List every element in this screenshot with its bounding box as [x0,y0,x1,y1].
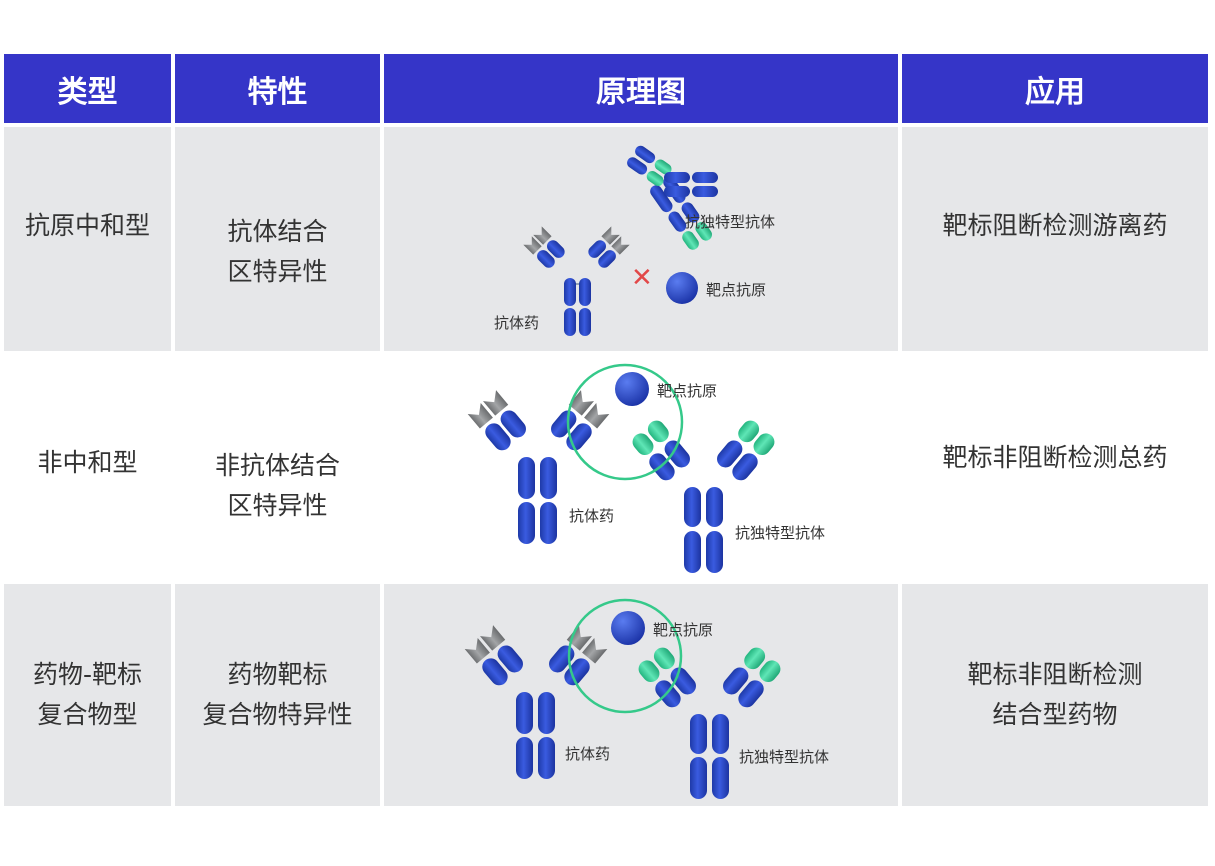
blocked-cross-icon: ✕ [631,263,653,293]
row2-application: 靶标非阻断检测总药 [902,355,1208,580]
label-target-antigen-2: 靶点抗原 [657,382,717,400]
antibody-drug-2 [467,390,610,544]
target-antigen-3 [611,611,645,645]
row1-diagram: ✕ 抗体药 抗独特型抗体 靶点抗原 [494,145,775,336]
binding-highlight-circle-3 [567,598,683,714]
row1-property: 抗体结合 区特异性 [175,127,380,351]
label-antibody-drug-1: 抗体药 [494,314,539,332]
row2-type: 非中和型 [4,355,171,580]
anti-idiotype-3 [638,647,781,799]
header-diagram: 原理图 [384,54,898,123]
label-antibody-drug-3: 抗体药 [565,745,610,763]
label-anti-idiotype-3: 抗独特型抗体 [739,748,829,766]
label-anti-idiotype-1: 抗独特型抗体 [685,213,775,231]
row2-property: 非抗体结合 区特异性 [175,355,380,580]
binding-highlight-circle-2 [566,363,684,481]
label-target-antigen-3: 靶点抗原 [653,621,713,639]
antibody-drug-1 [523,226,630,336]
row3-diagram: 靶点抗原 抗体药 抗独特型抗体 [464,598,829,799]
target-antigen-1 [666,272,698,304]
row3-property: 药物靶标 复合物特异性 [175,584,380,806]
anti-idiotype-2 [632,420,775,573]
header-type: 类型 [4,54,171,123]
row2-diagram: 靶点抗原 抗体药 抗独特型抗体 [467,363,825,573]
label-antibody-drug-2: 抗体药 [569,507,614,525]
row1-type: 抗原中和型 [4,127,171,351]
target-antigen-2 [615,372,649,406]
row1-application: 靶标阻断检测游离药 [902,127,1208,351]
header-application: 应用 [902,54,1208,123]
row3-type: 药物-靶标 复合物型 [4,584,171,806]
antibody-drug-3 [464,625,608,779]
row3-application: 靶标非阻断检测 结合型药物 [902,584,1208,806]
label-target-antigen-1: 靶点抗原 [706,281,766,299]
header-property: 特性 [175,54,380,123]
label-anti-idiotype-2: 抗独特型抗体 [735,524,825,542]
